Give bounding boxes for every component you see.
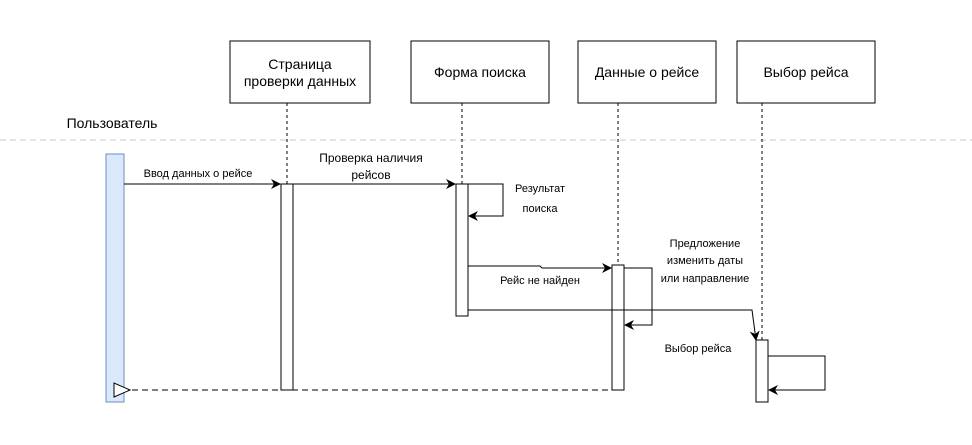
actor-label: Пользователь: [67, 115, 158, 131]
message-label-search-result-line2: поиска: [523, 203, 559, 215]
participant-check: Страница проверки данных: [229, 40, 371, 104]
message-label-not-found: Рейс не найден: [500, 275, 580, 287]
message-label-enter-data: Ввод данных о рейсе: [144, 168, 253, 180]
message-label-suggestion-line3: или направление: [661, 273, 750, 285]
message-label-check-flights-line1: Проверка наличия: [319, 151, 423, 165]
participant-label-select: Выбор рейса: [763, 64, 848, 80]
check-activation-bar: [280, 183, 294, 391]
message-arrow-search-result: [468, 183, 504, 221]
message-label-suggestion-line2: изменить даты: [667, 255, 743, 267]
participant-label-check-line2: проверки данных: [244, 73, 356, 89]
participant-box-select: [736, 40, 876, 104]
participant-label-search: Форма поиска: [434, 64, 526, 80]
message-arrow-suggestion: [468, 309, 760, 341]
participant-search: Форма поиска: [410, 40, 550, 104]
user-activation-bar: [105, 153, 125, 403]
participant-flight: Данные о рейсе: [577, 40, 717, 104]
select-activation-bar: [755, 339, 769, 403]
participant-label-check-line1: Страница: [268, 56, 332, 72]
message-label-select-flight: Выбор рейса: [665, 343, 733, 355]
participant-box-flight: [577, 40, 717, 104]
message-label-search-result-line1: Результат: [515, 183, 565, 195]
message-arrow-not-found: [468, 263, 612, 273]
participant-box-search: [410, 40, 550, 104]
search-activation-bar: [455, 183, 469, 317]
flight-activation-bar: [611, 264, 625, 391]
participant-box-check: [229, 40, 371, 104]
message-label-suggestion-line1: Предложение: [670, 238, 741, 250]
message-arrow-return-flight: [624, 267, 653, 330]
message-label-check-flights-line2: рейсов: [351, 168, 390, 182]
message-arrow-select-flight: [768, 355, 826, 395]
participant-select: Выбор рейса: [736, 40, 876, 104]
participant-label-flight: Данные о рейсе: [595, 64, 700, 80]
